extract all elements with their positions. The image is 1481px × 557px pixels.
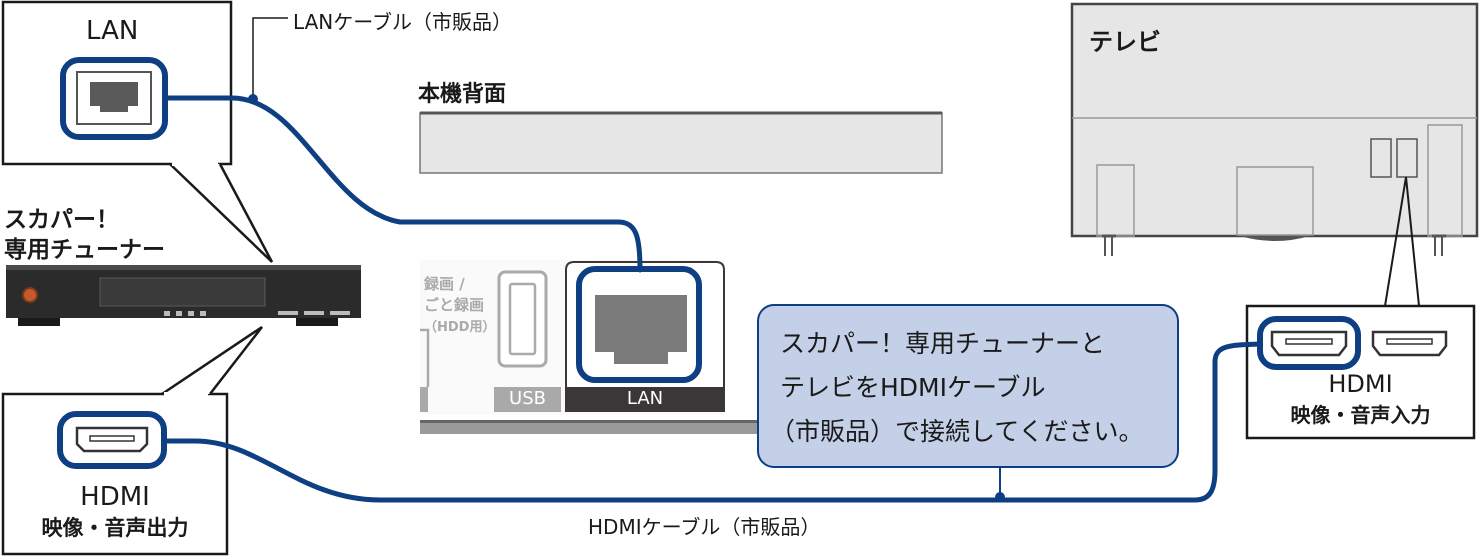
tuner-label-line2: 専用チューナー bbox=[4, 237, 165, 263]
hdmi-in-subtitle: 映像・音声入力 bbox=[1290, 403, 1431, 427]
tuner-device bbox=[6, 265, 361, 326]
usb-label-bar bbox=[494, 387, 561, 412]
recorder-lan-port-icon bbox=[595, 295, 687, 364]
hdmi-cable-label: HDMIケーブル（市販品） bbox=[588, 515, 821, 539]
recorder-back-panel bbox=[419, 111, 943, 434]
recorder-lan-label: LAN bbox=[626, 388, 664, 409]
usb-label: USB bbox=[509, 388, 546, 409]
lan-port-icon bbox=[76, 71, 152, 125]
lan-label-leader bbox=[252, 17, 288, 99]
tv-zoom-lines bbox=[1384, 176, 1420, 307]
note-bubble bbox=[757, 304, 1179, 468]
lan-cable-marker bbox=[248, 94, 258, 104]
tuner-label-line1: スカパー！ bbox=[4, 207, 119, 233]
hdmi-out-title: HDMI bbox=[80, 482, 150, 512]
hdmi-out-subtitle: 映像・音声出力 bbox=[41, 516, 189, 540]
tv-callout bbox=[1070, 2, 1479, 256]
hdmi-in-callout bbox=[1245, 304, 1476, 440]
hdmi-in-title: HDMI bbox=[1328, 370, 1393, 398]
lan-callout-title: LAN bbox=[86, 16, 139, 46]
lan-cable-label: LANケーブル（市販品） bbox=[293, 10, 513, 34]
rec-label-line2: ごと録画 bbox=[424, 296, 485, 314]
tuner-power-icon bbox=[22, 287, 38, 303]
lan-cable bbox=[162, 95, 643, 273]
note-line1: スカパー！専用チューナーと bbox=[780, 329, 1106, 358]
note-line3: （市販品）で接続してください。 bbox=[770, 417, 1144, 446]
lan-label-bar bbox=[566, 387, 724, 412]
rec-label-line3: （HDD用） bbox=[424, 320, 496, 335]
hdmi-out-callout bbox=[1, 325, 263, 556]
tv-title: テレビ bbox=[1089, 28, 1161, 56]
note-line2: テレビをHDMIケーブル bbox=[780, 373, 1046, 402]
usb-port bbox=[497, 270, 548, 368]
tv-hdmi-port-a bbox=[1370, 138, 1392, 178]
hdmi-cable bbox=[161, 341, 1263, 503]
recorder-title: 本機背面 bbox=[418, 82, 507, 107]
rec-label-line1: 録画 / bbox=[424, 275, 465, 293]
lan-callout bbox=[1, 0, 274, 263]
